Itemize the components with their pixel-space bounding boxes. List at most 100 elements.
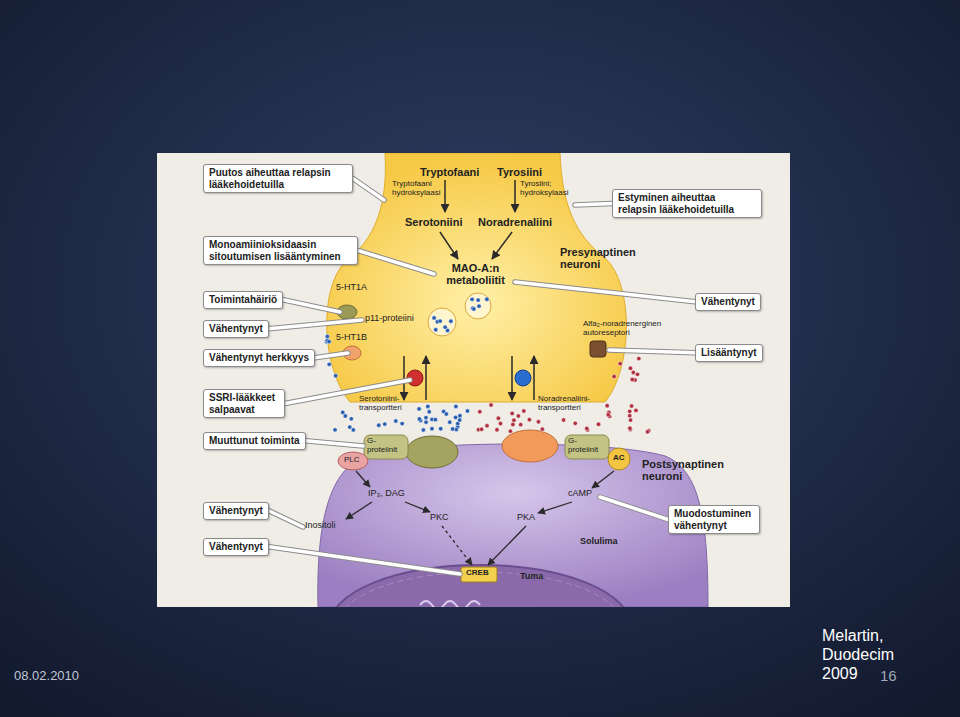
callout-text: Puutos aiheuttaa relapsin lääkehoidetuil… [209,167,347,190]
molecule-dot [596,422,600,426]
footer-text: 16 [880,668,897,685]
reuptake-arrow [511,356,513,400]
leader-line [269,547,460,574]
molecule-dot [485,297,489,301]
signal-arrow [356,471,370,487]
callout-box: Monoamiinioksidaasin sitoutumisen lisään… [203,236,358,265]
callout-box: Lisääntynyt [695,344,763,362]
molecule-dot [573,421,577,425]
callout-box: Vähentynyt [203,502,269,520]
signal-arrow [346,502,372,519]
vesicle [428,308,456,336]
molecule-dot [629,404,633,408]
molecule-dot [516,414,520,418]
molecule-dot [485,424,489,428]
leader-line-edge [269,320,362,329]
molecule-dot [434,328,438,332]
molecule-dot [343,414,347,418]
leader-line [283,300,340,312]
leader-line-edge [283,300,340,312]
leader-line [515,282,695,302]
callout-text: Vähentynyt [209,505,263,517]
transmitter-molecules [324,297,651,434]
molecule-dot [628,366,632,370]
figure-label: Tyrosiini; hydroksylaasi [520,180,576,198]
molecule-dot [495,428,499,432]
molecule-dot [634,408,638,412]
molecule-dot [476,298,480,302]
callout-box: Toimintahäiriö [203,291,283,309]
leader-line [609,350,695,353]
molecule-dot [479,427,483,431]
leader-line-edge [515,282,695,302]
molecule-dot [432,316,436,320]
molecule-dot [605,404,609,408]
molecule-dot [477,304,481,308]
callout-text: Vähentynyt [701,296,755,308]
molecule-dot [450,427,454,431]
serotonin-receptor [406,436,458,468]
molecule-dot [561,418,565,422]
figure-label: PKA [517,513,535,523]
molecule-dot [426,404,430,408]
molecule-dot [383,422,387,426]
molecule-dot [527,417,531,421]
footer-text: Melartin, Duodecim 2009 [822,626,917,684]
figure-panel [157,153,790,607]
molecule-dot [489,403,493,407]
callout-box: Vähentynyt [203,320,269,338]
molecule-dot [612,374,616,378]
callout-text: Toimintahäiriö [209,294,277,306]
molecule-dot [417,407,421,411]
callout-box: Vähentynyt [695,293,761,311]
molecule-dot [333,428,337,432]
molecule-dot [421,428,425,432]
molecule-dot [430,427,434,431]
signal-arrow [442,526,472,565]
figure-label: cAMP [568,489,592,499]
molecule-dot [628,409,632,413]
creb-box [461,567,497,582]
molecule-dot [465,409,469,413]
molecule-dot [400,421,404,425]
molecule-dot [377,423,381,427]
molecule-dot [522,409,526,413]
figure-label: CREB [466,569,489,578]
leader-line-edge [315,353,348,358]
figure-label: Tryptofaani [420,166,479,178]
molecule-dot [424,415,428,419]
molecule-dot [394,419,398,423]
reuptake-arrow [425,356,427,400]
molecule-dot [510,411,514,415]
figure-label: 5-HT1B [336,333,367,343]
molecule-dot [618,361,622,365]
molecule-dot [512,418,516,422]
molecule-dot [628,426,632,430]
leader-line [600,497,668,520]
signal-arrow [592,471,614,488]
callout-text: Vähentynyt herkkyys [209,352,309,364]
figure-label: PLC [344,456,360,465]
molecule-dot [349,417,353,421]
callout-box: Estyminen aiheuttaa relapsin lääkehoidet… [612,189,762,218]
figure-label: p11-proteiini [365,314,414,324]
figure-label: Noradrenaliini- transportteri [538,395,602,413]
callout-text: Vähentynyt [209,323,263,335]
leader-line [315,353,348,358]
metabolism-arrow [492,232,512,259]
chromatin [420,601,480,607]
molecule-dot [458,414,462,418]
nucleus [330,565,630,607]
molecule-dot [327,339,331,343]
molecule-dot [427,410,431,414]
molecule-dot [637,356,641,360]
molecule-dot [325,334,329,338]
figure-label: 5-HT1A [336,283,367,293]
molecule-dot [453,415,457,419]
figure-label: PKC [430,513,449,523]
leader-line [358,251,434,275]
callout-text: Monoamiinioksidaasin sitoutumisen lisään… [209,239,352,262]
leader-line-edge [353,179,384,201]
